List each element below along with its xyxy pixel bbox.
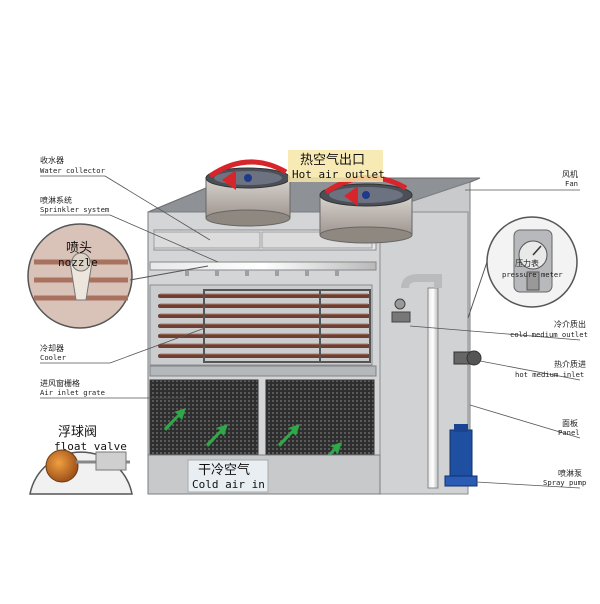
pressure-meter-cn: 压力表	[515, 258, 539, 268]
sprinkler-system-cn: 喷淋系统	[40, 195, 72, 205]
air-inlet-grate-en: Air inlet grate	[40, 388, 105, 397]
spray-pump-en: Spray pump	[543, 478, 586, 487]
water-collector-en: Water collector	[40, 166, 106, 175]
vertical-pipe	[427, 287, 439, 489]
spray-pump-cn: 喷淋泵	[558, 468, 582, 478]
panel-cn: 面板	[562, 418, 578, 428]
cold-air-in-en: Cold air in	[192, 478, 265, 491]
hot-air-outlet-en: Hot air outlet	[292, 168, 385, 181]
fan-cn: 风机	[562, 169, 578, 179]
hot-air-banner-bg	[288, 150, 383, 182]
sprinkler-pipe	[149, 261, 377, 271]
red-arrowhead-right	[344, 186, 358, 206]
red-arrowhead-left	[222, 170, 236, 190]
fan-right	[319, 183, 413, 244]
cold-air-banner-bg	[187, 459, 269, 493]
spray-pump	[444, 424, 478, 487]
pressure-meter-callout	[486, 216, 578, 308]
air-inlet-grate-left	[149, 379, 259, 456]
sprinkler-system-en: Sprinkler system	[40, 205, 109, 214]
sprinkler-nozzles	[185, 270, 339, 276]
panel-en: Panel	[558, 428, 580, 437]
nozzle-en: nozzle	[58, 256, 98, 269]
cooler-cn: 冷却器	[40, 343, 64, 353]
coil-base	[149, 365, 377, 377]
fan-en: Fan	[565, 179, 578, 188]
cold-air-in-cn: 干冷空气	[198, 462, 250, 478]
float-valve-callout	[29, 449, 133, 495]
air-inlet-grate-cn: 进风窗栅格	[40, 378, 80, 388]
hot-medium-inlet-en: hot medium inlet	[515, 370, 584, 379]
cooler-coil	[149, 284, 373, 366]
cold-medium-outlet-cn: 冷介质出	[554, 319, 586, 329]
hot-medium-valve	[453, 350, 482, 366]
nozzle-cn: 喷头	[66, 241, 92, 256]
leader-lines	[40, 175, 581, 489]
pressure-meter-en: pressure meter	[502, 270, 563, 279]
float-valve-en: float valve	[54, 440, 127, 453]
cold-medium-outlet-en: cold medium outlet	[510, 330, 588, 339]
hot-medium-inlet-cn: 热介质进	[554, 359, 586, 369]
cold-medium-valve	[391, 298, 411, 323]
fan-left	[205, 167, 291, 227]
water-collector-cn: 收水器	[40, 155, 64, 165]
float-valve-cn: 浮球阀	[58, 425, 97, 440]
nozzle-callout	[27, 223, 133, 329]
hot-air-outlet-cn: 热空气出口	[300, 152, 365, 168]
cooler-en: Cooler	[40, 353, 67, 362]
